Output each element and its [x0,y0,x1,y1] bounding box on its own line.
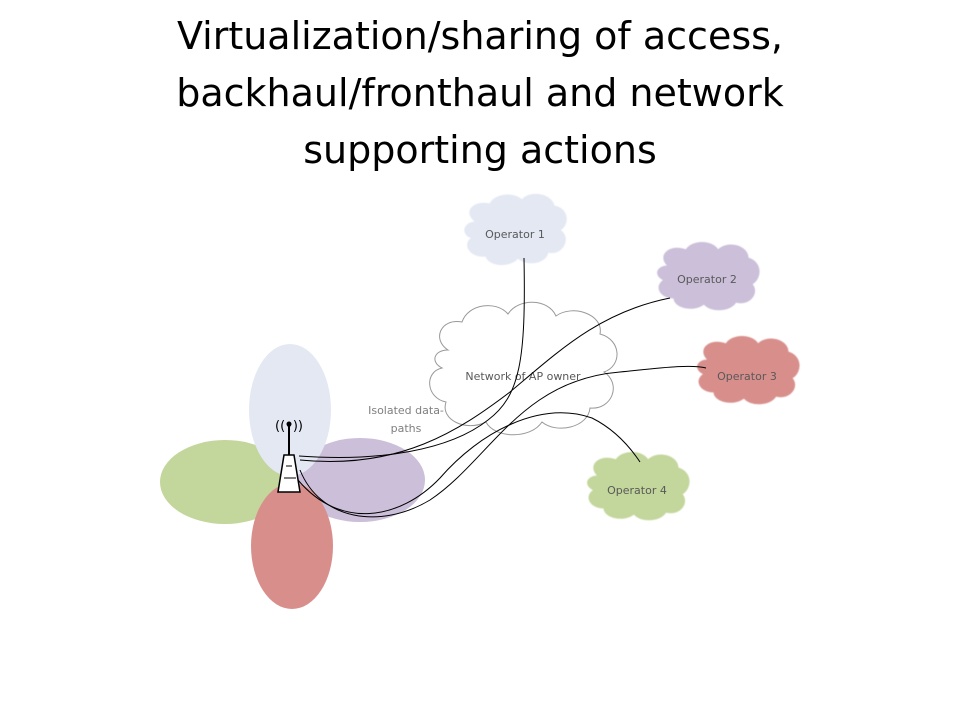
title-line-1: Virtualization/sharing of access, [176,14,783,58]
coverage-cell-green [160,440,290,524]
coverage-cell-purple [295,438,425,522]
coverage-cell-red [251,483,333,609]
operator-3-cloud: Operator 3 [697,336,800,405]
network-cloud-label: Network of AP owner [465,370,581,383]
operator-3-label: Operator 3 [717,370,777,383]
isolated-paths-label-line1: Isolated data- [368,404,444,417]
coverage-cell-blue [249,344,331,476]
slide-title: Virtualization/sharing of access, backha… [60,8,900,179]
operator-4-cloud: Operator 4 [587,452,690,521]
antenna-tower-icon [277,421,301,493]
data-path-operator-1 [298,257,525,458]
operator-4-label: Operator 4 [607,484,667,497]
isolated-data-paths [297,257,707,518]
operator-2-cloud: Operator 2 [657,242,760,311]
data-path-operator-4 [297,412,641,514]
data-path-operator-2 [299,297,671,463]
title-line-2: backhaul/fronthaul and network [176,71,784,115]
data-path-operator-3 [299,365,707,518]
title-line-3: supporting actions [303,128,657,172]
operator-1-cloud: Operator 1 [464,193,567,265]
network-cloud: Network of AP owner [429,301,618,436]
operator-2-label: Operator 2 [677,273,737,286]
isolated-paths-label-line2: paths [391,422,422,435]
operator-1-label: Operator 1 [485,228,545,241]
radio-waves-icon: ((•)) [275,419,303,434]
